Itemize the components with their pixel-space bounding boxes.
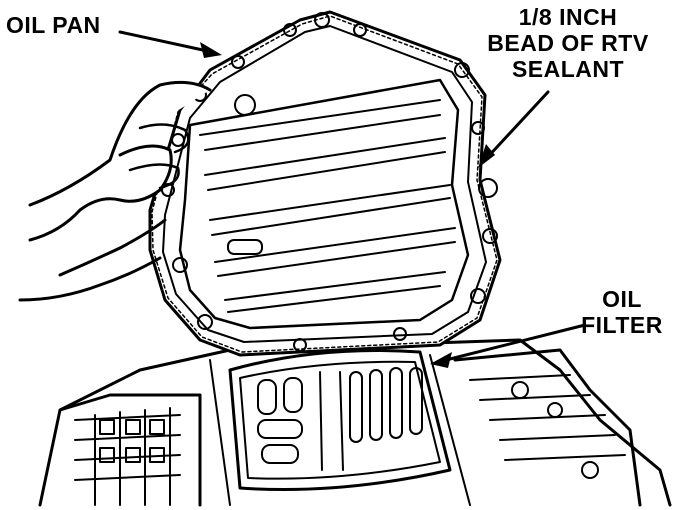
rtv-sealant-label: 1/8 INCH BEAD OF RTV SEALANT [478, 4, 658, 82]
oil-filter-label: OIL FILTER [572, 286, 672, 338]
filter-line-1: OIL [602, 286, 642, 312]
arrow-filter [436, 323, 587, 364]
arrow-oil-pan [118, 30, 214, 54]
rtv-line-3: SEALANT [511, 56, 625, 82]
oil-pan-label: OIL PAN [6, 12, 101, 38]
arrowhead-oil-pan [200, 42, 222, 58]
rtv-line-2: BEAD OF RTV [487, 30, 649, 56]
arrow-rtv [483, 90, 550, 162]
hand [18, 80, 212, 302]
arrowhead-rtv [478, 144, 495, 168]
arrowhead-filter [430, 352, 452, 368]
oil-pan [148, 10, 502, 357]
rtv-line-1: 1/8 INCH [518, 4, 618, 30]
leader-arrows [118, 30, 587, 364]
filter-line-2: FILTER [581, 312, 663, 338]
oil-filter [228, 348, 452, 492]
